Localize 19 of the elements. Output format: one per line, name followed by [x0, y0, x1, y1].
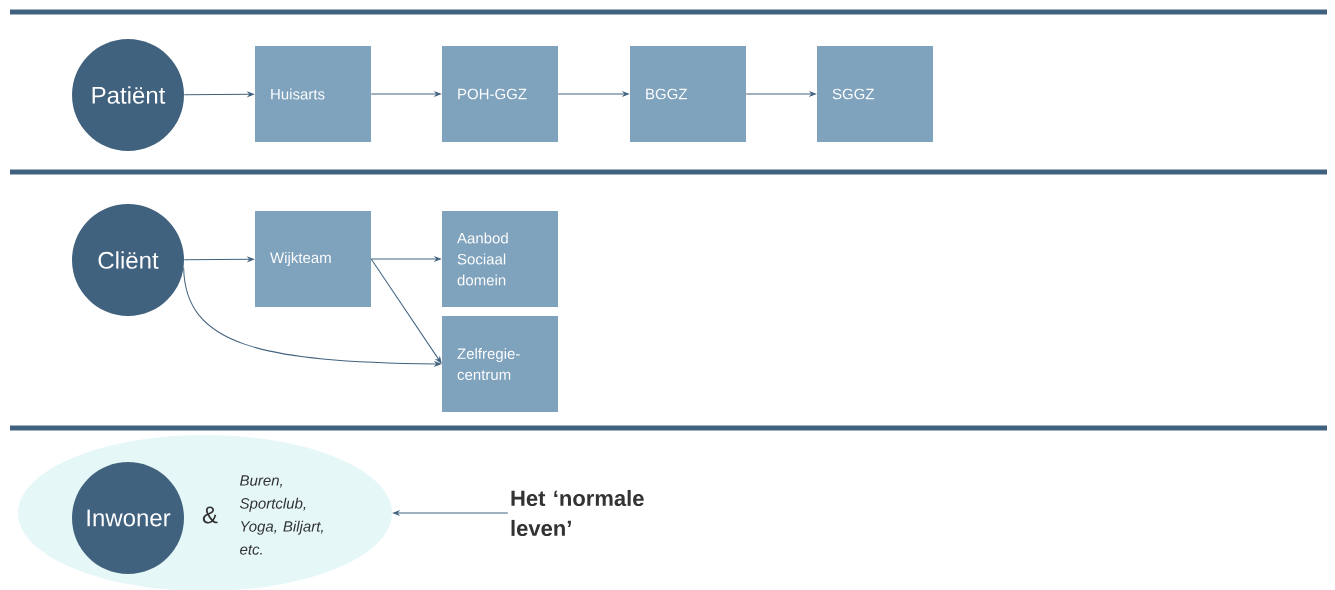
arrow [183, 257, 254, 262]
arrow [393, 510, 509, 516]
process-box: Aanbod Sociaal domein [442, 211, 558, 307]
arrow [183, 92, 254, 97]
arrow [557, 91, 629, 97]
heading-text: Het ‘normale leven’ [511, 489, 644, 537]
list-text: Buren, Sportclub, Yoga, Biljart, etc. [239, 475, 323, 555]
arrow [745, 91, 816, 97]
arrow [370, 91, 441, 97]
process-box: Zelfregie-centrum [442, 316, 558, 412]
process-box: BGGZ [630, 46, 746, 142]
arrow [370, 258, 442, 364]
process-box: POH-GGZ [442, 46, 558, 142]
ampersand: & [202, 506, 218, 524]
arrow [370, 256, 441, 262]
arrow [183, 267, 441, 367]
process-box: Huisarts [255, 46, 371, 142]
process-box: Wijkteam [255, 211, 371, 307]
process-box: SGGZ [817, 46, 933, 142]
